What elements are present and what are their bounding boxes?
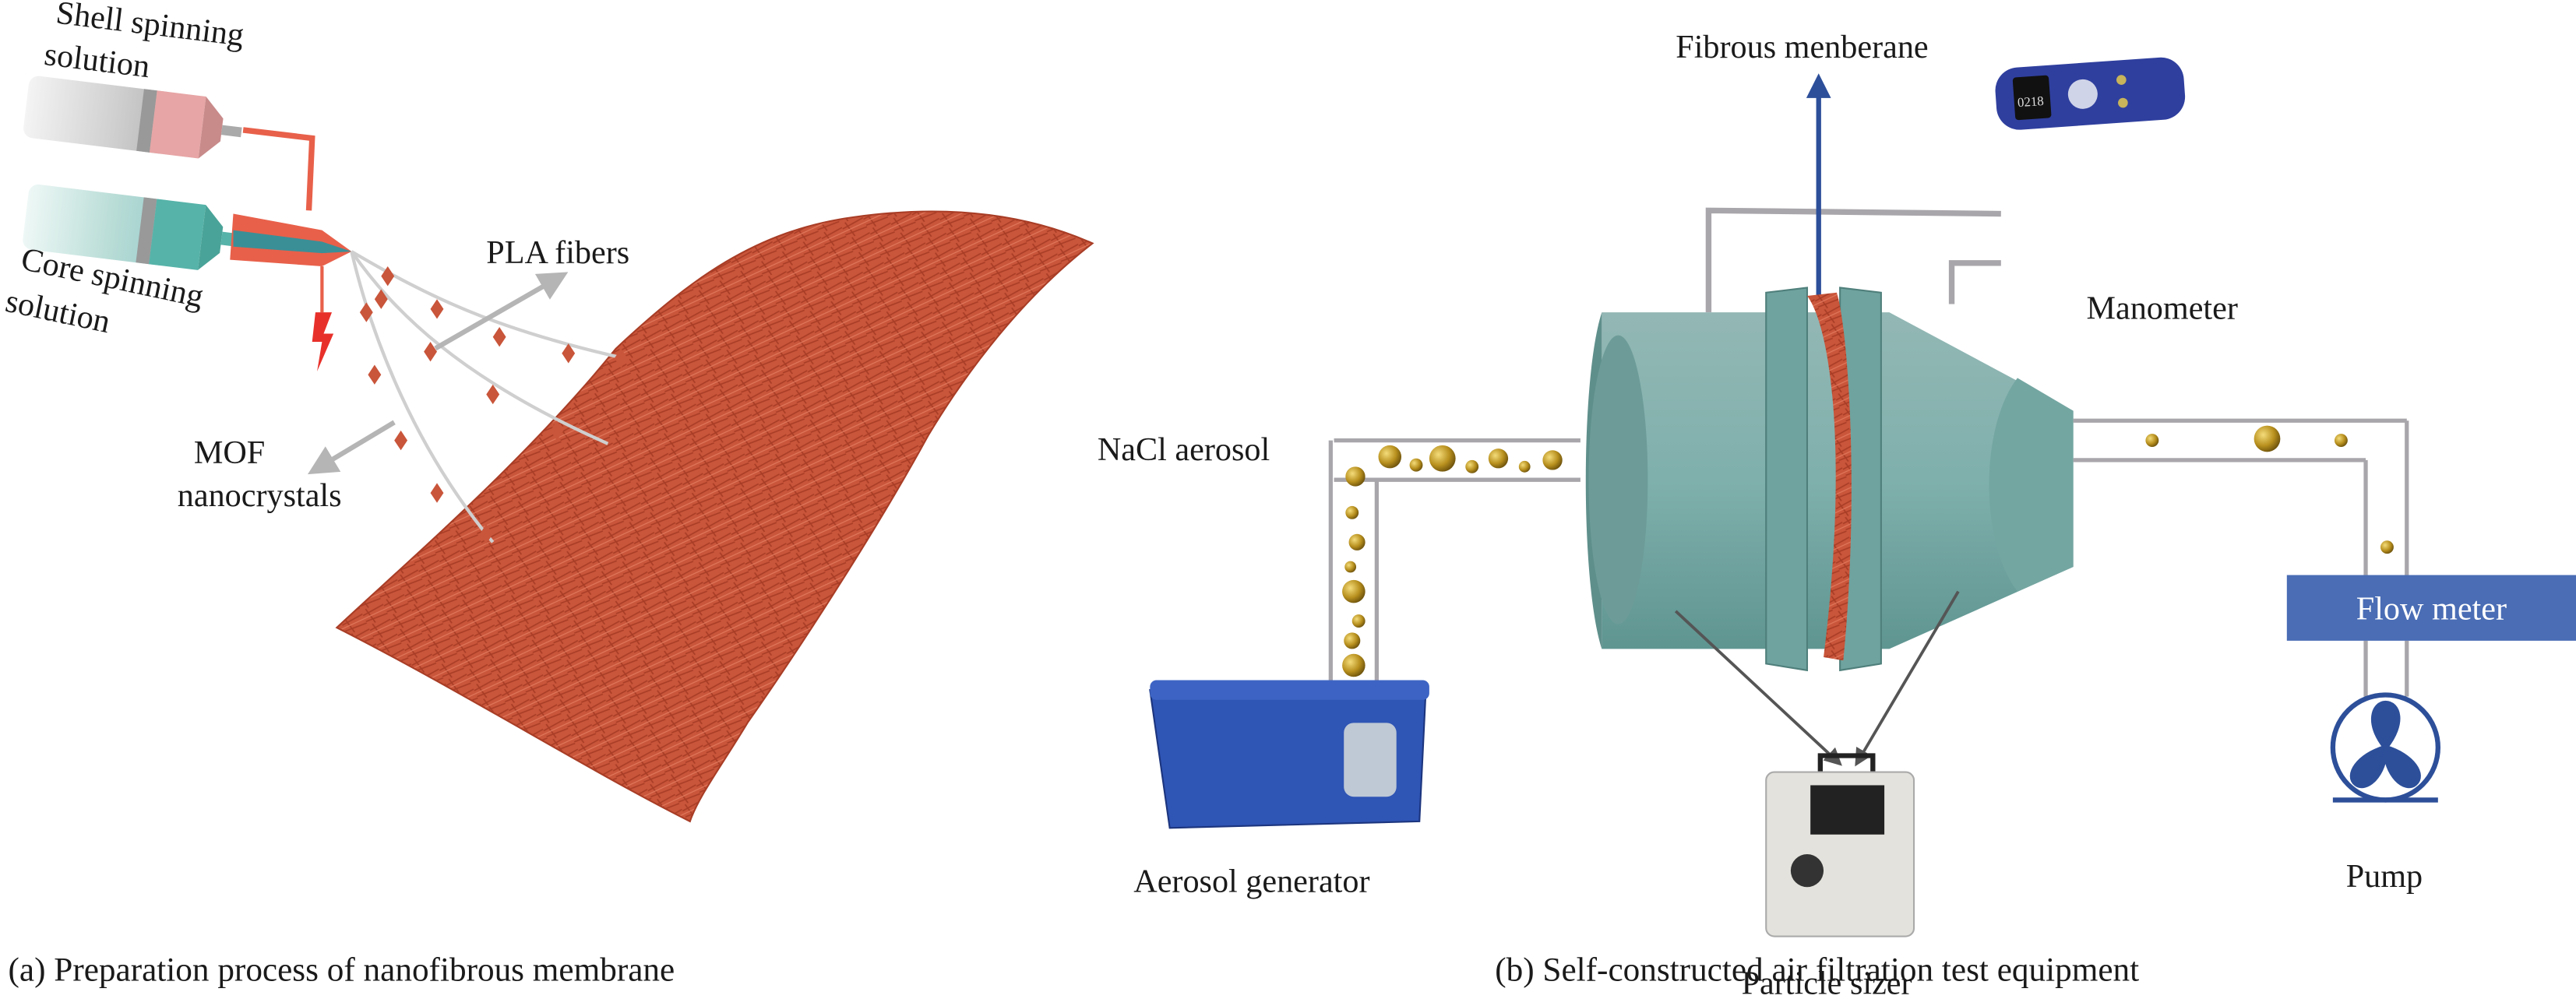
mof-label-line1: MOF [194, 434, 265, 471]
mof-label-line2: nanocrystals [178, 477, 342, 514]
caption-a: (a) Preparation process of nanofibrous m… [9, 951, 675, 988]
high-voltage-icon [312, 266, 334, 371]
pla-pointer-arrow [434, 272, 569, 351]
sampling-arrows [1674, 590, 1960, 767]
panel-b: 0218 Manometer Fibrous menberane NaCl ae… [1098, 29, 2576, 999]
caption-b: (b) Self-constructed air filtration test… [1495, 951, 2139, 988]
aerosol-generator-device [1149, 680, 1429, 829]
shell-syringe [23, 76, 242, 159]
membrane-sample [1806, 292, 1852, 661]
label-line: solution [42, 36, 152, 85]
pump-icon [2330, 692, 2441, 803]
manometer-device: 0218 [1995, 57, 2186, 130]
nacl-aerosol-label: NaCl aerosol [1098, 431, 1270, 468]
panel-a: Shell spinning solution Core spinning so… [2, 0, 1094, 988]
nacl-particles [1342, 425, 2394, 677]
pla-fibers-label: PLA fibers [486, 234, 629, 271]
flow-meter: Flow meter [2286, 575, 2576, 641]
outlet-pipe [2073, 418, 2409, 697]
core-syringe [23, 184, 242, 270]
manometer-reading: 0218 [2017, 93, 2044, 110]
mof-pointer-arrow [307, 420, 396, 475]
manometer-label: Manometer [2087, 290, 2238, 327]
filter-housing-duct [1585, 287, 2074, 672]
fibrous-membrane-label: Fibrous menberane [1676, 29, 1928, 65]
nanofibrous-membrane [335, 210, 1094, 823]
flow-meter-label: Flow meter [2356, 590, 2507, 627]
manometer-tubes [1705, 207, 2001, 313]
particle-sizer-label: Particle sizer [1742, 965, 1912, 999]
particle-sizer-device [1765, 753, 1915, 937]
inlet-pipe [1328, 438, 1580, 691]
coaxial-nozzle [230, 213, 352, 267]
pump-label: Pump [2346, 858, 2423, 895]
shell-feed-tube [242, 127, 315, 211]
aerosol-generator-label: Aerosol generator [1133, 864, 1369, 900]
